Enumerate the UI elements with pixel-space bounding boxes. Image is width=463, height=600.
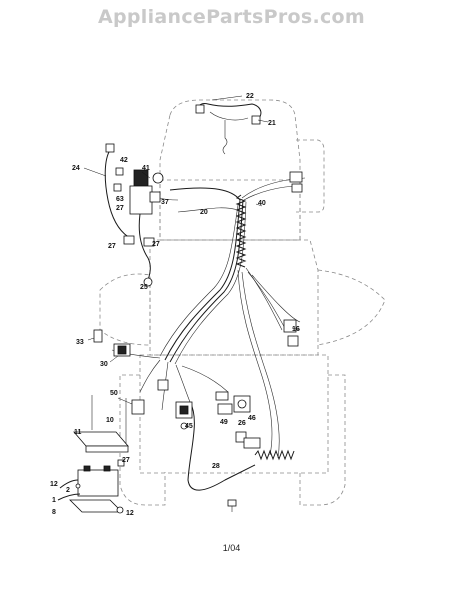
ignition-area [83, 143, 179, 287]
callout-26: 26 [238, 420, 246, 427]
callout-24: 24 [72, 165, 80, 172]
callout-49: 49 [220, 419, 228, 426]
callout-10: 10 [106, 417, 114, 424]
callout-25: 25 [140, 284, 148, 291]
callout-27-d: 27 [122, 457, 130, 464]
callout-28: 28 [212, 463, 220, 470]
callout-37: 37 [161, 199, 169, 206]
tractor-outline [99, 99, 386, 506]
callout-27-c: 27 [152, 241, 160, 248]
battery-assembly [57, 395, 129, 514]
page-number: 1/04 [222, 543, 241, 553]
mid-left-parts [87, 329, 131, 363]
callout-11: 11 [74, 429, 82, 436]
callout-46: 46 [248, 415, 256, 422]
callout-2: 2 [66, 487, 70, 494]
callout-41: 41 [142, 165, 150, 172]
callout-50: 50 [110, 390, 118, 397]
callout-1: 1 [52, 497, 56, 504]
callout-27-a: 27 [116, 205, 124, 212]
callout-30: 30 [100, 361, 108, 368]
callout-42: 42 [120, 157, 128, 164]
watermark: AppliancePartsPros.com [97, 6, 365, 28]
callout-27-b: 27 [108, 243, 116, 250]
callout-16: 16 [292, 326, 300, 333]
switch-parts [117, 379, 261, 512]
right-side-parts [255, 171, 303, 347]
callout-45: 45 [185, 423, 193, 430]
main-harness [111, 177, 306, 491]
callout-8: 8 [52, 509, 56, 516]
callout-33: 33 [76, 339, 84, 346]
callout-22: 22 [246, 93, 254, 100]
callout-40: 40 [258, 200, 266, 207]
callout-20: 20 [200, 209, 208, 216]
callout-12-a: 12 [50, 481, 58, 488]
callout-labels: 22 21 24 42 41 63 27 37 20 40 27 27 25 1… [50, 93, 300, 517]
callout-21: 21 [268, 120, 276, 127]
callout-63: 63 [116, 196, 124, 203]
callout-12-b: 12 [126, 510, 134, 517]
top-cable-assembly [195, 95, 269, 155]
